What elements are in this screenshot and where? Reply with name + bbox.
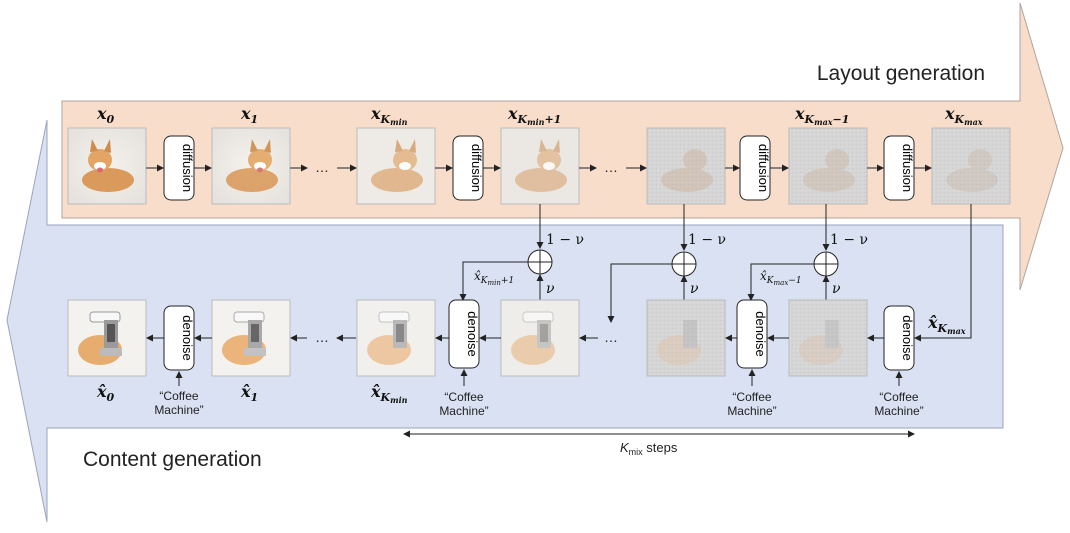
svg-text:denoise: denoise xyxy=(180,315,195,361)
kmix-label: Kmix steps xyxy=(620,440,678,457)
coffee-machine-icon xyxy=(799,320,843,365)
diffusion-box-3: diffusion xyxy=(739,135,771,201)
diffusion-box-2: diffusion xyxy=(452,135,484,201)
dog-icon xyxy=(515,139,567,192)
image-xKmax-minus-1 xyxy=(788,127,868,205)
dog-icon xyxy=(803,149,855,192)
ellipsis-top-1: … xyxy=(315,159,329,175)
label-one-minus-nu-2: 1 − ν xyxy=(688,232,726,248)
plus-node-1 xyxy=(527,249,553,275)
dog-icon xyxy=(946,149,998,192)
label-one-minus-nu-1: 1 − ν xyxy=(546,232,584,248)
diffusion-box-1: diffusion xyxy=(163,135,195,201)
coffee-machine-icon xyxy=(511,311,555,365)
plus-node-3 xyxy=(813,251,839,277)
label-nu-1: ν xyxy=(546,281,555,297)
ellipsis-bottom-1: … xyxy=(315,329,329,345)
coffee-machine-icon xyxy=(222,311,266,365)
diffusion-box-4: diffusion xyxy=(883,135,915,201)
image-x0 xyxy=(67,127,147,205)
denoise-box-1: denoise xyxy=(163,305,195,371)
svg-text:diffusion: diffusion xyxy=(900,144,915,192)
svg-text:denoise: denoise xyxy=(900,315,915,361)
coffee-machine-icon xyxy=(367,311,411,365)
denoise-box-4: denoise xyxy=(883,305,915,371)
layout-title: Layout generation xyxy=(817,62,985,85)
content-title: Content generation xyxy=(83,448,262,471)
image-mix-Kmax xyxy=(788,299,868,377)
coffee-machine-icon xyxy=(78,311,122,365)
dog-icon xyxy=(226,139,278,192)
denoise-box-3: denoise xyxy=(736,299,768,369)
image-xKmin-plus-1 xyxy=(500,127,580,205)
dog-icon xyxy=(371,139,423,192)
image-xKmax xyxy=(931,127,1011,205)
coffee-machine-icon xyxy=(657,320,701,365)
label-one-minus-nu-3: 1 − ν xyxy=(830,232,868,248)
dog-icon xyxy=(661,149,713,192)
image-xhatKmin xyxy=(356,299,436,377)
ellipsis-top-2: … xyxy=(604,159,618,175)
label-nu-2: ν xyxy=(690,281,699,297)
image-noisy-mid xyxy=(646,127,726,205)
plus-node-2 xyxy=(671,251,697,277)
image-x1 xyxy=(211,127,291,205)
image-mix-Kmin-plus-1 xyxy=(500,299,580,377)
image-xhat1 xyxy=(211,299,291,377)
svg-text:diffusion: diffusion xyxy=(180,144,195,192)
ellipsis-bottom-2: … xyxy=(604,329,618,345)
image-mix-mid xyxy=(646,299,726,377)
dog-icon xyxy=(82,139,134,192)
svg-text:denoise: denoise xyxy=(753,311,768,357)
denoise-box-2: denoise xyxy=(448,299,480,369)
svg-text:diffusion: diffusion xyxy=(469,144,484,192)
svg-text:denoise: denoise xyxy=(465,311,480,357)
svg-text:diffusion: diffusion xyxy=(756,144,771,192)
image-xhat0 xyxy=(67,299,147,377)
label-nu-3: ν xyxy=(832,281,841,297)
image-xKmin xyxy=(356,127,436,205)
